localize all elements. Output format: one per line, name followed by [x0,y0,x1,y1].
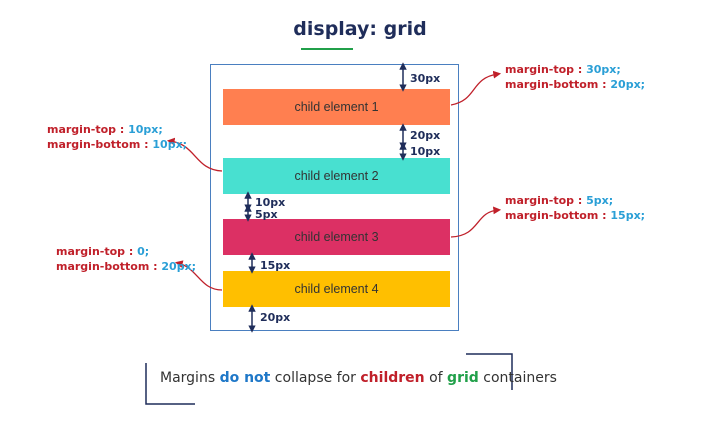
note-1-key-2: margin-bottom : [505,78,607,91]
dim-label-3a: 10px [255,196,286,209]
child-element-1: child element 1 [223,89,450,125]
caption-part-5: of [424,370,448,386]
callout-curve-2 [166,137,223,172]
child-element-2-label: child element 2 [294,169,379,183]
note-2-val-1: 10px; [128,123,163,136]
dim-label-2a: 20px [410,129,441,142]
note-1-key-1: margin-top : [505,63,583,76]
caption-part-6: grid [447,370,479,386]
caption-part-4: children [360,370,425,386]
child-element-2: child element 2 [223,158,450,194]
grid-container [210,64,459,331]
child-element-3-label: child element 3 [294,230,379,244]
title-underline [301,48,353,50]
note-4-val-1: 0; [137,245,150,258]
dim-label-2b: 10px [410,145,441,158]
callout-curve-1 [450,70,502,106]
dim-label-1: 30px [410,72,441,85]
note-3-key-2: margin-bottom : [505,209,607,222]
note-1-val-1: 30px; [586,63,621,76]
diagram-title: display: grid [293,18,427,40]
caption-part-7: containers [478,370,557,386]
note-child-4: margin-top : 0; margin-bottom : 20px; [56,244,196,274]
note-2-key-2: margin-bottom : [47,138,149,151]
note-2-val-2: 10px; [152,138,188,151]
note-3-val-2: 15px; [610,209,646,222]
dim-label-4: 15px [260,259,291,272]
note-3-key-1: margin-top : [505,194,583,207]
note-child-1: margin-top : 30px; margin-bottom : 20px; [505,62,645,92]
child-element-4-label: child element 4 [294,282,379,296]
note-1-val-2: 20px; [610,78,646,91]
note-2-key-1: margin-top : [47,123,125,136]
caption: Margins do not collapse for children of … [160,370,557,386]
note-child-2: margin-top : 10px; margin-bottom : 10px; [47,122,187,152]
caption-part-3: collapse for [270,370,361,386]
child-element-4: child element 4 [223,271,450,307]
note-4-key-1: margin-top : [56,245,134,258]
callout-curve-3 [450,206,502,238]
callout-curve-4 [174,260,223,291]
dim-label-3b: 5px [255,208,278,221]
dim-label-5: 20px [260,311,291,324]
caption-bracket-right [466,353,513,390]
note-child-3: margin-top : 5px; margin-bottom : 15px; [505,193,645,223]
caption-bracket-left [145,363,195,405]
note-4-val-2: 20px; [161,260,197,273]
child-element-3: child element 3 [223,219,450,255]
note-4-key-2: margin-bottom : [56,260,158,273]
child-element-1-label: child element 1 [294,100,379,114]
caption-part-1: Margins [160,370,220,386]
caption-part-2: do not [219,370,271,386]
note-3-val-1: 5px; [586,194,614,207]
